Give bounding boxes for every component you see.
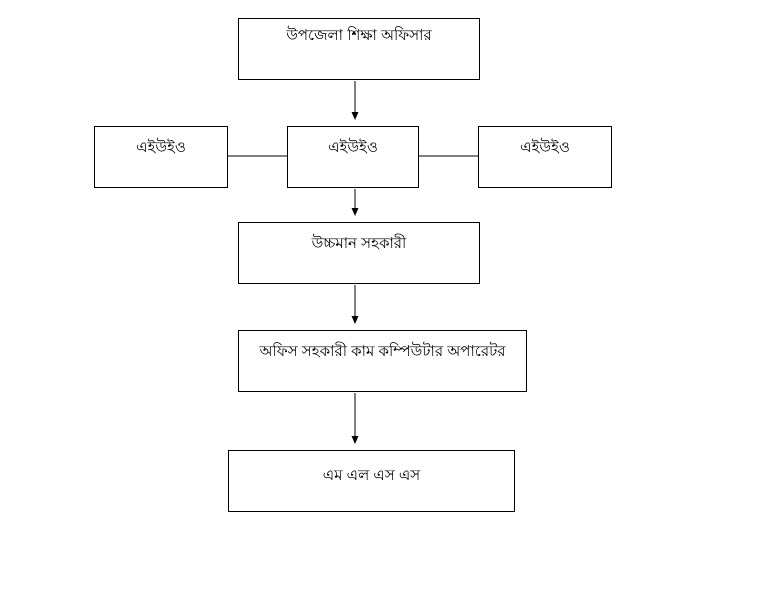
node-label: এইউইও [328,139,378,156]
node-label: এইউইও [136,139,186,156]
node-aueo-center: এইউইও [287,126,419,188]
node-label: এইউইও [520,139,570,156]
node-label: অফিস সহকারী কাম কম্পিউটার অপারেটর [259,343,506,360]
node-aueo-right: এইউইও [478,126,612,188]
node-aueo-left: এইউইও [94,126,228,188]
node-mlss: এম এল এস এস [228,450,515,512]
node-office-assistant-computer-operator: অফিস সহকারী কাম কম্পিউটার অপারেটর [238,330,527,392]
node-label: এম এল এস এস [322,467,421,484]
node-upazila-education-officer: উপজেলা শিক্ষা অফিসার [238,18,480,80]
node-label: উচ্চমান সহকারী [311,235,407,252]
node-ucchoman-sohokari: উচ্চমান সহকারী [238,222,480,284]
node-label: উপজেলা শিক্ষা অফিসার [286,27,432,44]
